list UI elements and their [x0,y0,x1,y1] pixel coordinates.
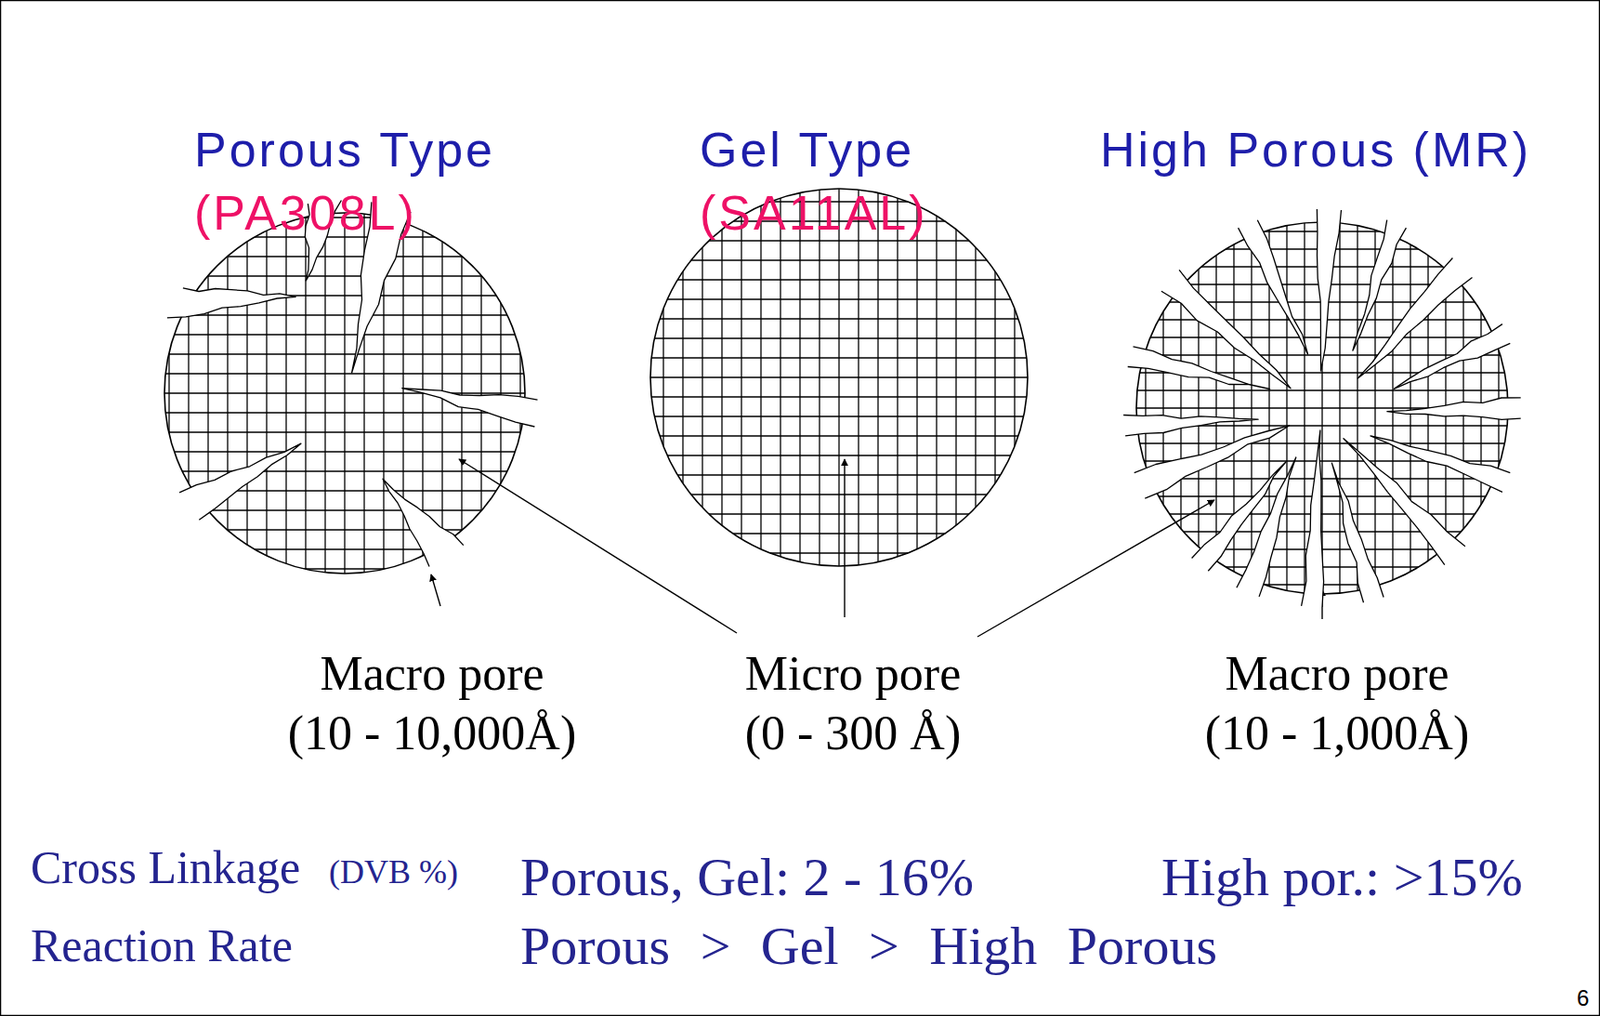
property-value: High por.: >15% [1161,850,1523,905]
macro-pore-crack [382,478,464,566]
leader-line [431,574,441,606]
grid-line [650,239,1028,241]
grid-line [1136,477,1509,479]
grid-line [164,392,525,394]
grid-line [164,450,525,452]
grid-line [650,493,1028,495]
grid-line [164,470,525,472]
leader-line [977,499,1215,637]
grid-line [650,551,1028,553]
property-name: Cross Linkage [30,843,301,891]
resin-bead: Gel Type (SA11AL) [631,55,1056,577]
property-value: Porous, Gel: 2 - 16% [520,850,974,905]
pore-size: (10 - 1,000Å) [1205,708,1470,758]
grid-line [650,356,1028,358]
grid-line [1136,530,1509,532]
grid-line [164,411,525,413]
macro-pore-crack [1301,430,1325,607]
resin-code: (PA308L) [194,188,418,237]
grid-line [650,512,1028,514]
grid-line [650,434,1028,436]
grid-line [164,255,525,257]
grid-line [650,376,1028,378]
grid-line [164,548,525,550]
grid-line [164,353,525,355]
grid-line [164,431,525,433]
macro-pore-crack [1192,461,1286,571]
leader-line [843,459,845,617]
grid-line [650,454,1028,456]
macro-pore-crack [1387,397,1522,420]
grid-line [164,528,525,530]
grid-line [1136,442,1509,444]
property-unit: (DVB %) [328,854,459,889]
bead-title: Porous Type [194,125,496,174]
crosslink-grid [164,212,525,574]
bead-title: High Porous (MR) [1100,125,1532,174]
grid-line [164,333,525,335]
grid-line [650,532,1028,534]
macro-pore-crack [1134,425,1290,499]
pore-size: (0 - 300 Å) [745,708,962,758]
grid-line [1136,495,1509,497]
resin-bead: High Porous (MR) [1087,55,1576,595]
macro-pore-crack [1236,457,1297,597]
macro-pore-crack [1123,415,1259,436]
grid-line [1136,389,1509,391]
grid-line [650,415,1028,417]
bead-title: Gel Type [699,125,915,174]
grid-line [164,372,525,374]
macro-pore-crack [1316,209,1341,371]
macro-pore-crack [1331,462,1384,603]
grid-line [1136,512,1509,514]
pore-label: Macro pore [319,649,544,698]
grid-line [164,275,525,276]
pore-label: Macro pore [1224,649,1449,698]
pore-label: Micro pore [745,649,961,698]
property-name: Reaction Rate [30,921,293,969]
property-value: Porous > Gel > High Porous [520,918,1218,973]
grid-line [650,395,1028,397]
macro-pore-crack [179,443,302,520]
resin-bead: Porous Type (PA308L) [148,55,564,586]
macro-pore-crack [402,388,538,427]
resin-code: (SA11AL) [699,188,929,237]
grid-line [650,259,1028,261]
macro-pore-crack [167,288,296,318]
grid-line [650,317,1028,319]
grid-line [164,509,525,511]
macro-pore-crack [1161,269,1291,389]
macro-pore-crack [1393,324,1510,390]
grid-line [650,298,1028,300]
grid-line [650,473,1028,475]
page-number: 6 [1576,986,1589,1010]
grid-line [164,314,525,315]
bead-outline [164,212,525,574]
pore-size: (10 - 10,000Å) [288,708,578,758]
bead-outline [650,188,1028,566]
grid-line [650,278,1028,280]
crosslink-grid [650,188,1028,566]
leader-line [459,459,737,633]
macro-pore-crack [1238,220,1309,355]
grid-line [650,337,1028,339]
grid-line [164,567,525,569]
